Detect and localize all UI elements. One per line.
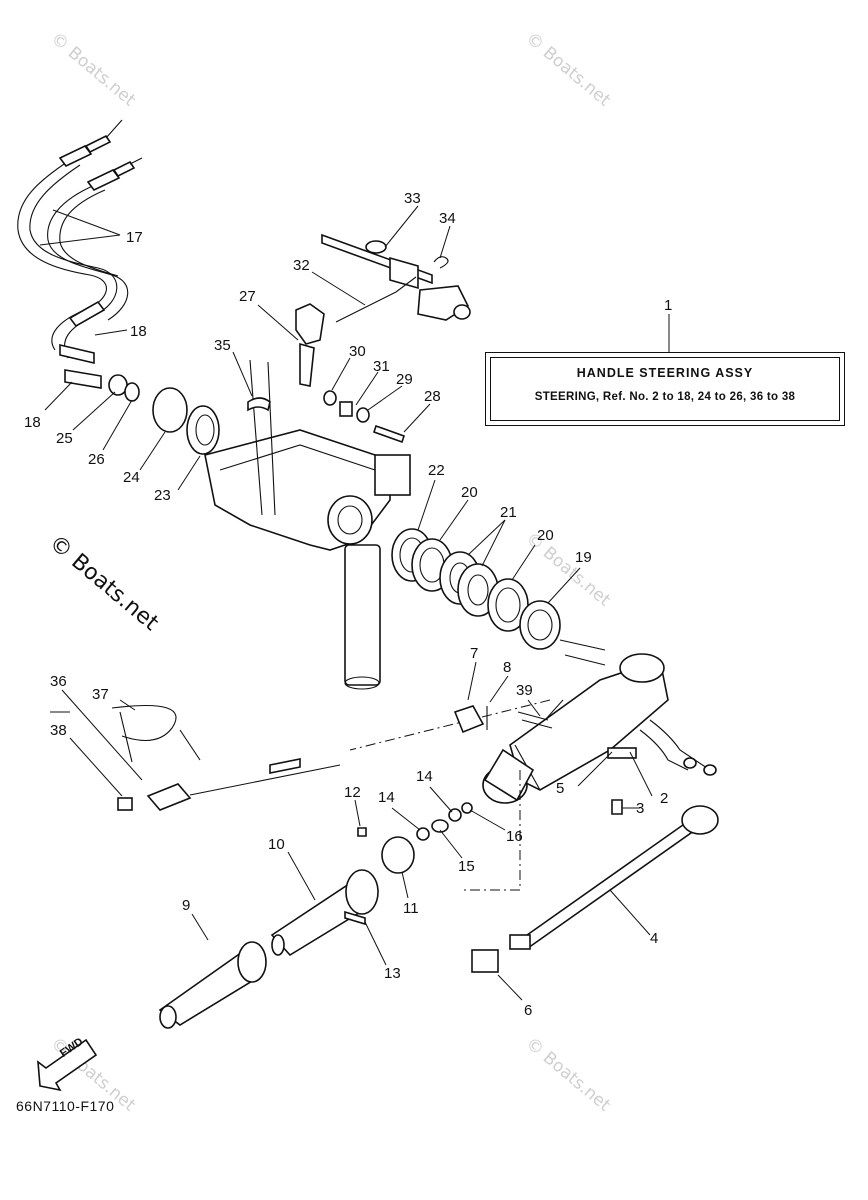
watermark-mid-right: © Boats.net: [522, 529, 615, 611]
callout-14a: 14: [378, 789, 395, 806]
callout-30: 30: [349, 343, 366, 360]
callout-32: 32: [293, 257, 310, 274]
steering-bracket: [204, 359, 411, 690]
callout-13: 13: [384, 965, 401, 982]
callout-5: 5: [556, 780, 564, 797]
callout-14b: 14: [416, 768, 433, 785]
callout-3: 3: [636, 800, 644, 817]
stop-switch-bracket: [453, 661, 553, 734]
callout-33: 33: [404, 190, 421, 207]
callout-2: 2: [660, 790, 668, 807]
shift-rod-group: [311, 205, 471, 323]
callout-35: 35: [214, 337, 231, 354]
callout-16: 16: [506, 828, 523, 845]
callout-17: 17: [126, 229, 143, 246]
svg-text:© Boats.net: © Boats.net: [44, 530, 163, 636]
callout-31: 31: [373, 358, 390, 375]
washer-stack: [391, 479, 581, 650]
callout-38: 38: [50, 722, 67, 739]
callout-15: 15: [458, 858, 475, 875]
callout-25: 25: [56, 430, 73, 447]
cable-bracket-group: [72, 374, 220, 491]
callout-21: 21: [500, 504, 517, 521]
grip-group: [158, 786, 506, 1029]
callout-11: 11: [403, 900, 419, 917]
callout-8: 8: [503, 659, 511, 676]
callout-12: 12: [344, 784, 361, 801]
callout-19: 19: [575, 549, 592, 566]
callout-20a: 20: [461, 484, 478, 501]
watermark-top-right: © Boats.net: [522, 29, 615, 111]
svg-text:© Boats.net: © Boats.net: [522, 1034, 615, 1116]
svg-text:© Boats.net: © Boats.net: [47, 29, 140, 111]
part-info-box: HANDLE STEERING ASSY STEERING, Ref. No. …: [485, 352, 845, 426]
callout-23: 23: [154, 487, 171, 504]
callout-36: 36: [50, 673, 67, 690]
part-info-title: HANDLE STEERING ASSY: [576, 366, 754, 380]
svg-text:© Boats.net: © Boats.net: [522, 29, 615, 111]
watermark-bottom-right: © Boats.net: [522, 1034, 615, 1116]
callout-28: 28: [424, 388, 441, 405]
throttle-cables: [17, 119, 143, 411]
callout-18b: 18: [24, 414, 41, 431]
svg-text:© Boats.net: © Boats.net: [522, 529, 615, 611]
throttle-shaft: [509, 805, 719, 950]
callout-4: 4: [650, 930, 658, 947]
callout-20b: 20: [537, 527, 554, 544]
callout-1: 1: [664, 297, 672, 314]
callouts: 1 2 3 4 5 6 7 8 9 10 11 12 13 14 14 15 1…: [24, 190, 672, 1019]
clamp: [471, 949, 523, 1001]
callout-26: 26: [88, 451, 105, 468]
callout-22: 22: [428, 462, 445, 479]
callout-39: 39: [516, 682, 533, 699]
watermark-dark: © Boats.net: [44, 530, 163, 636]
shift-lever-group: [232, 303, 431, 444]
callout-10: 10: [268, 836, 285, 853]
callout-18a: 18: [130, 323, 147, 340]
part-info-inner-border: [490, 357, 840, 421]
callout-9: 9: [182, 897, 190, 914]
callout-6: 6: [524, 1002, 532, 1019]
callout-7: 7: [470, 645, 478, 662]
fwd-arrow-icon: [37, 1038, 98, 1092]
part-info-subtitle: STEERING, Ref. No. 2 to 18, 24 to 26, 36…: [534, 391, 796, 403]
callout-29: 29: [396, 371, 413, 388]
diagram-code: 66N7110-F170: [16, 1098, 115, 1114]
callout-24: 24: [123, 469, 140, 486]
callout-37: 37: [92, 686, 109, 703]
callout-27: 27: [239, 288, 256, 305]
steering-handle: [349, 639, 717, 891]
watermark-top-left: © Boats.net: [47, 29, 140, 111]
callout-34: 34: [439, 210, 456, 227]
lanyard-group: [50, 689, 341, 811]
